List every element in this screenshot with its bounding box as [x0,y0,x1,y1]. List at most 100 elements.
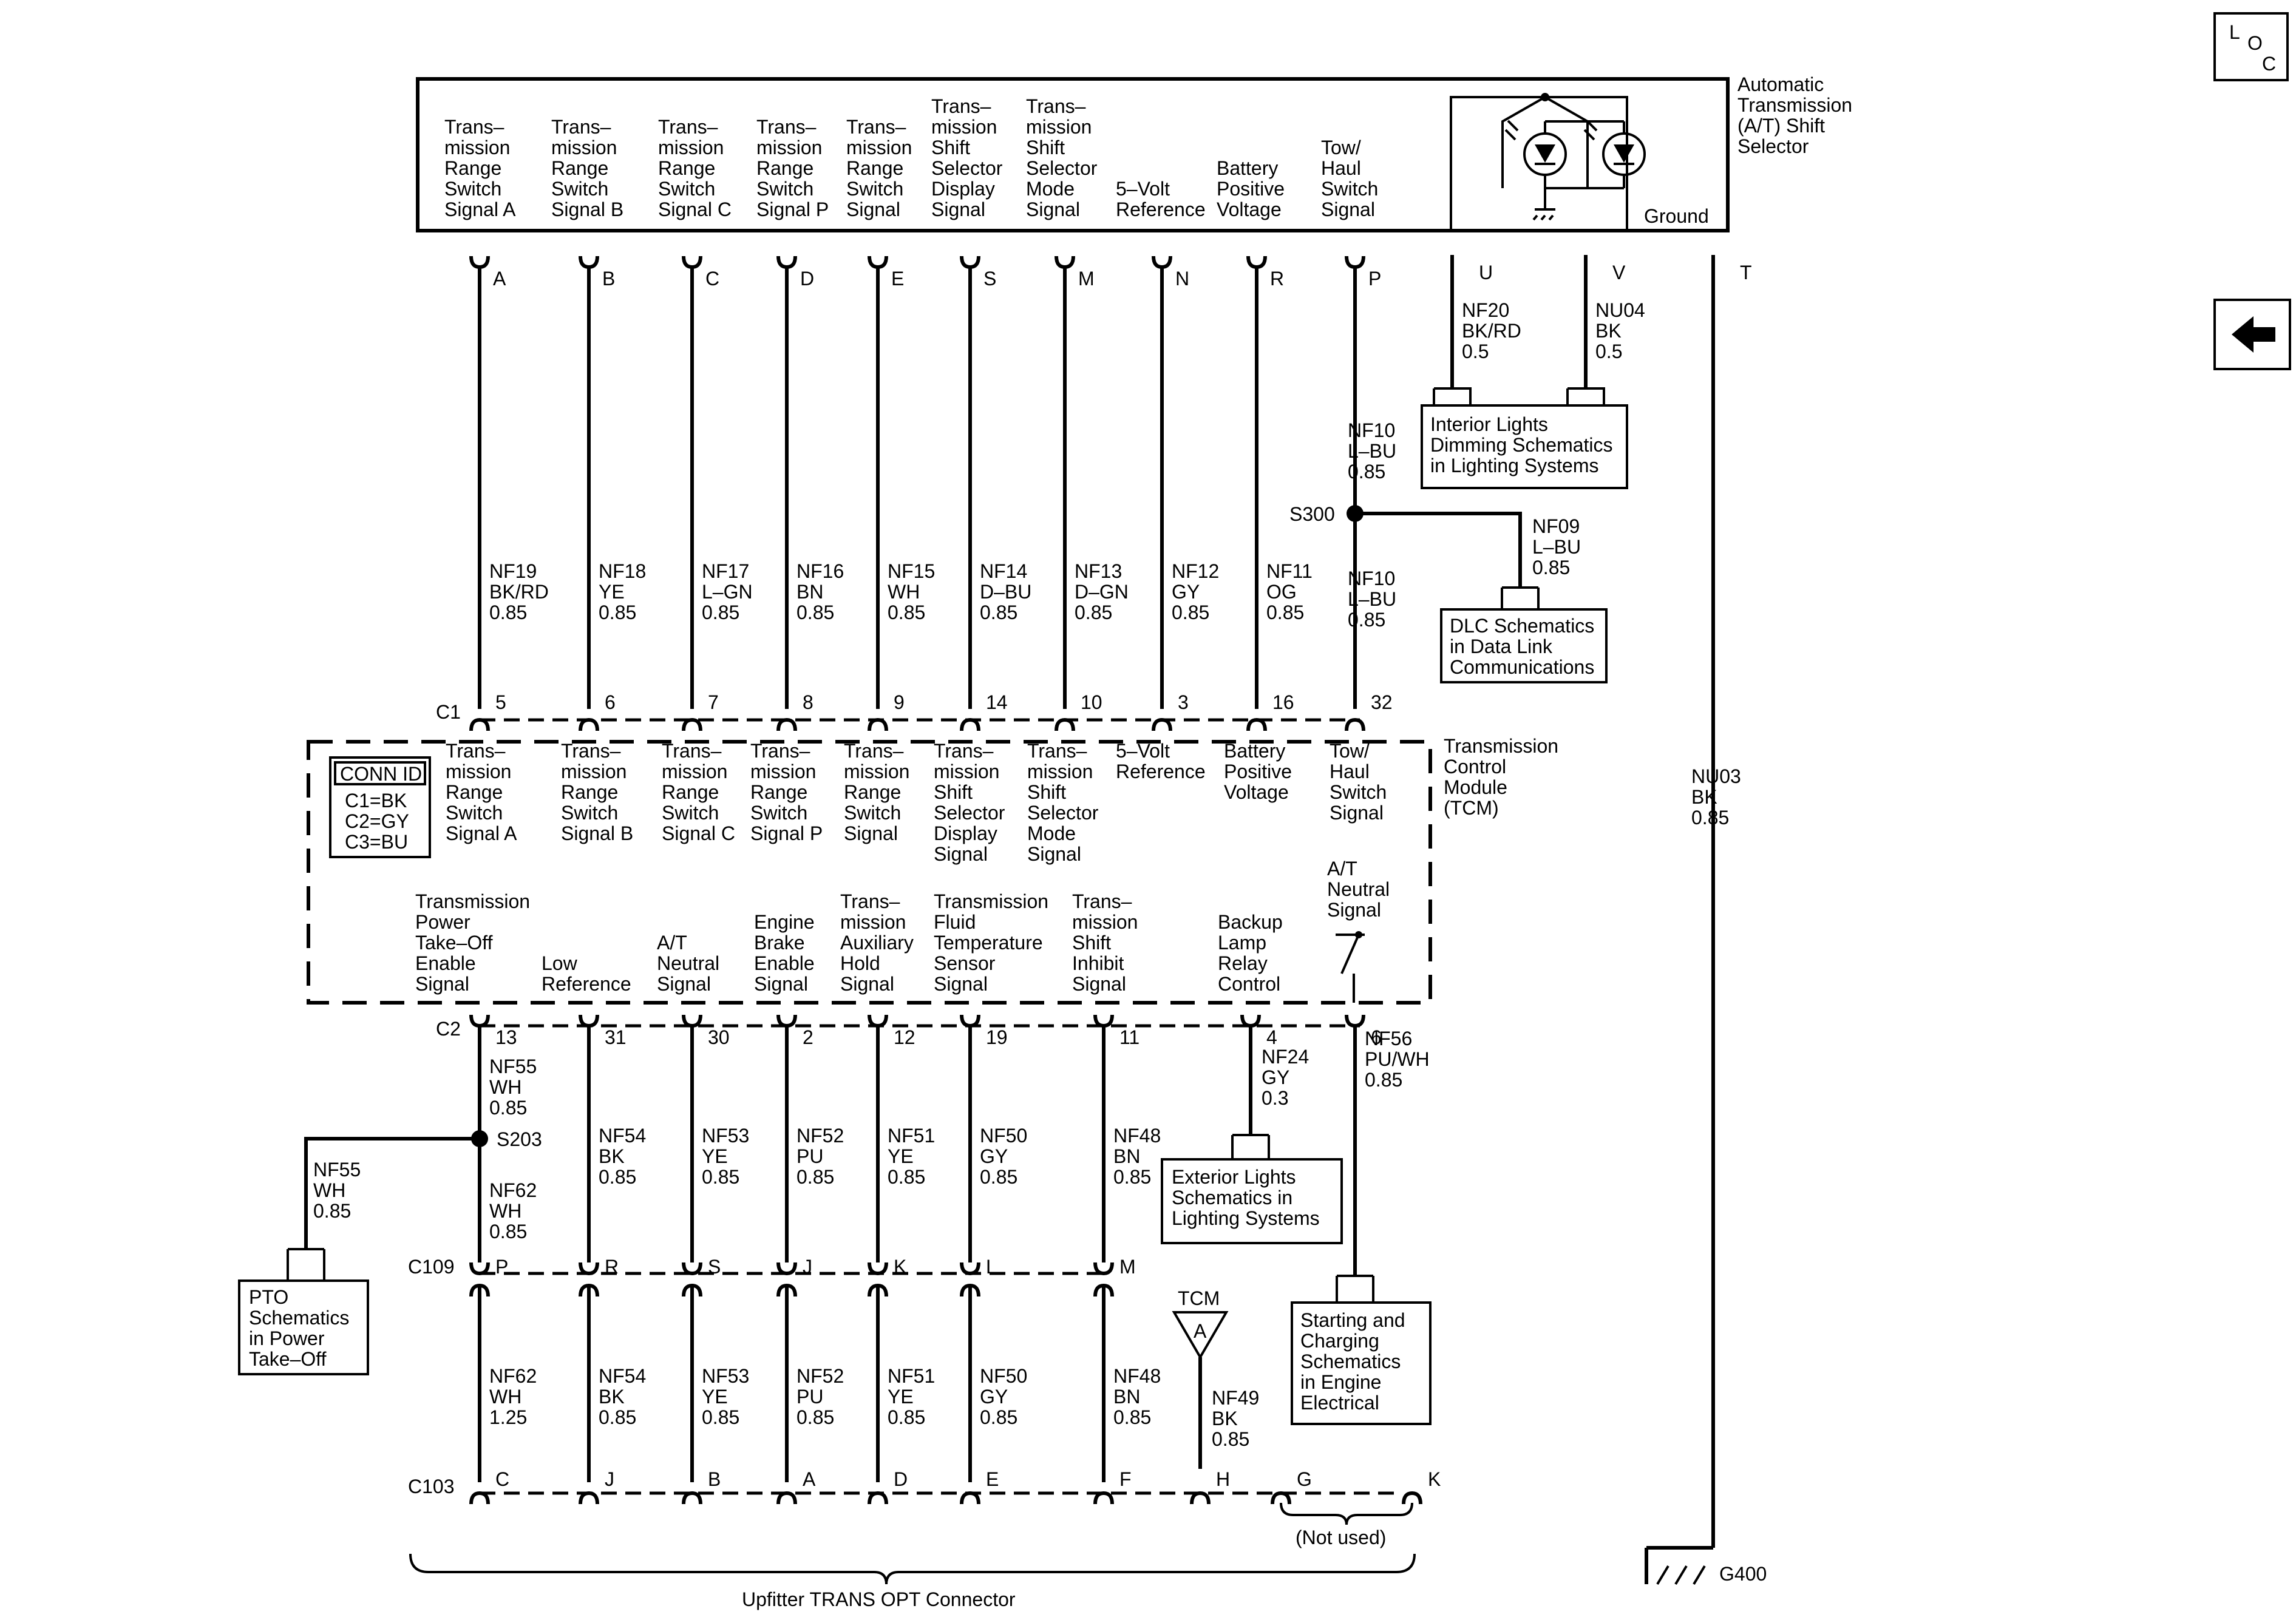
c1-pin-number: 32 [1371,691,1393,713]
tcm-terminal-label: Inhibit [1072,952,1124,974]
c109-pin-socket [579,1262,599,1276]
svg-text:Selector: Selector [1737,135,1809,157]
svg-text:Starting and: Starting and [1300,1309,1405,1331]
wire-label: NF53 [702,1125,749,1147]
c2-pin-socket [868,1014,888,1028]
exterior-lights-ref-box[interactable] [1161,1158,1343,1244]
conn-id-box: CONN ID C1=BK C2=GY C3=BU [329,756,431,858]
tcm-terminal-label: Lamp [1218,932,1266,954]
selector-terminal-label: Shift [931,137,970,158]
wire-label: 0.85 [1113,1406,1151,1428]
selector-terminal-label: mission [931,116,997,138]
c2-pin-socket [1345,1014,1365,1028]
c103-pin-cap [868,1491,888,1505]
tcm-terminal-label: Switch [1330,781,1387,803]
svg-text:CONN ID: CONN ID [340,763,422,785]
tcm-terminal-label: Voltage [1224,781,1289,803]
wire-label: 0.3 [1262,1087,1288,1109]
svg-text:in Data Link: in Data Link [1450,635,1553,657]
tcm-terminal-label: Transmission [934,890,1048,912]
wire-label: 0.85 [489,1097,527,1119]
svg-text:A: A [1194,1320,1207,1342]
tcm-terminal-label: Low [542,952,578,974]
c109-pin-letter: M [1119,1256,1136,1278]
wire-label: 0.85 [702,1166,739,1188]
wire-label: 0.85 [702,602,739,623]
wire-label: 0.85 [796,602,834,623]
tcm-terminal-label: Selector [1027,802,1099,824]
c1-pin-cap [1055,717,1075,731]
loc-button[interactable]: L O C [2213,12,2289,81]
selector-terminal-label: Trans– [756,116,817,138]
tcm-terminal-label: Signal [844,822,898,844]
wire-label: NF48 [1113,1125,1161,1147]
selector-terminal-label: Trans– [1026,95,1086,117]
selector-terminal-label: Reference [1116,198,1206,220]
c1-pin-cap [579,717,599,731]
c109-pin-letter: J [803,1256,812,1278]
svg-text:NF20: NF20 [1462,299,1509,321]
c2-pin-number: 6 [1371,1026,1382,1048]
pto-ref-box[interactable] [238,1279,369,1375]
selector-terminal-label: Signal B [551,198,623,220]
svg-text:TCM: TCM [1178,1287,1220,1309]
selector-pin-socket [579,256,599,269]
selector-pin-socket [469,256,490,269]
tcm-terminal-label: Backup [1218,911,1283,933]
svg-text:BK: BK [1212,1408,1238,1429]
tcm-terminal-label: mission [446,761,511,782]
svg-text:BK: BK [1691,786,1717,808]
svg-text:WH: WH [313,1179,345,1201]
selector-terminal-label: Positive [1217,178,1285,200]
selector-terminal-label: Switch [1321,178,1378,200]
tcm-terminal-label: Range [662,781,719,803]
svg-text:in Lighting Systems: in Lighting Systems [1430,455,1598,476]
tcm-terminal-label: Signal [934,973,988,995]
c1-pin-number: 14 [986,691,1008,713]
back-arrow-button[interactable] [2213,299,2291,370]
tcm-terminal-label: Engine [754,911,815,933]
c109-pin-socket [1093,1262,1114,1276]
wire-label: NF10 [1348,568,1395,589]
shift-selector-title: Automatic Transmission (A/T) Shift Selec… [1737,73,1852,157]
selector-terminal-label: Signal A [444,198,516,220]
tcm-terminal-label: Signal [657,973,711,995]
wire-label: 0.85 [888,1166,925,1188]
svg-text:Transmission: Transmission [1444,735,1558,757]
tcm-terminal-label: mission [561,761,627,782]
tcm-terminal-label: A/T [657,932,687,954]
wire-label: 0.85 [888,1406,925,1428]
c109-pin-socket [960,1262,980,1276]
wire-label: YE [888,1386,914,1408]
lighting-branch: U V NF20 BK/RD 0.5 NU04 BK 0.5 Interior … [1421,255,1645,489]
selector-terminal-label: mission [756,137,822,158]
wire-label: WH [888,581,920,603]
svg-text:0.85: 0.85 [1532,557,1570,578]
c1-pin-number: 8 [803,691,813,713]
svg-text:0.85: 0.85 [489,1221,527,1242]
wire-label: PU/WH [1365,1048,1430,1070]
svg-text:Interior Lights: Interior Lights [1430,413,1548,435]
svg-text:S300: S300 [1289,503,1335,525]
selector-terminal-label: Haul [1321,157,1361,179]
wire-label: NF51 [888,1125,935,1147]
c103-pin-cap [1093,1491,1114,1505]
wire-label: NF14 [980,560,1027,582]
svg-text:WH: WH [489,1200,521,1222]
starting-charging-ref-box[interactable] [1291,1301,1432,1425]
svg-text:0.85: 0.85 [1691,807,1729,829]
wire-label: 0.85 [796,1166,834,1188]
starting-charging-branch: Starting and Charging Schematics in Engi… [1291,1275,1432,1425]
wire-label: 0.85 [1113,1166,1151,1188]
interior-lights-ref-box[interactable] [1421,404,1628,489]
wire-label: 0.85 [1172,602,1209,623]
tcm-title: Transmission Control Module (TCM) [1444,735,1558,819]
dlc-ref-box[interactable] [1440,608,1608,683]
c103-pin-letter: G [1297,1468,1312,1490]
wire-label: NF54 [599,1365,646,1387]
